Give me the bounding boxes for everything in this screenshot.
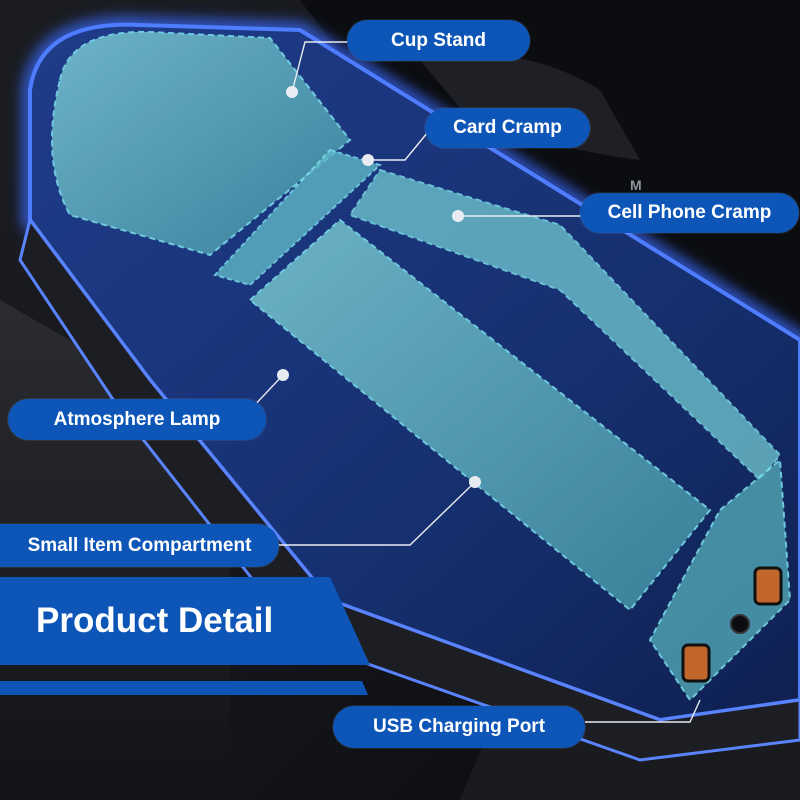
callout-usb-charging-port: USB Charging Port	[333, 706, 585, 748]
dot-cup-stand	[286, 86, 298, 98]
end-panel	[648, 457, 792, 702]
product-detail-banner: Product Detail	[0, 577, 370, 665]
banner-accent-stripe	[0, 681, 368, 695]
small-item-compartment	[248, 218, 712, 612]
power-button	[730, 614, 750, 634]
leader-card-cramp	[368, 131, 429, 161]
console-letter-m: M	[630, 177, 642, 193]
dot-cell-phone	[452, 210, 464, 222]
usb-port-2	[753, 566, 783, 606]
dot-atmosphere	[277, 369, 289, 381]
center-console	[300, 0, 800, 330]
leather-side	[18, 216, 800, 762]
cup-stand-compartment	[51, 30, 352, 257]
callout-card-cramp: Card Cramp	[425, 108, 590, 148]
callout-small-item-compartment: Small Item Compartment	[0, 524, 279, 567]
leader-dots	[277, 86, 481, 488]
usb-port-1	[681, 643, 711, 683]
leader-small-item	[278, 481, 476, 546]
cell-phone-cramp	[348, 168, 782, 482]
leader-usb	[585, 699, 701, 723]
dot-card-cramp	[362, 154, 374, 166]
leader-cup-stand	[291, 41, 350, 93]
callout-cell-phone-cramp: Cell Phone Cramp	[580, 193, 799, 233]
dot-small-item	[469, 476, 481, 488]
callout-cup-stand: Cup Stand	[347, 20, 530, 61]
callout-atmosphere-lamp: Atmosphere Lamp	[8, 399, 266, 440]
product-detail-title: Product Detail	[36, 601, 274, 640]
